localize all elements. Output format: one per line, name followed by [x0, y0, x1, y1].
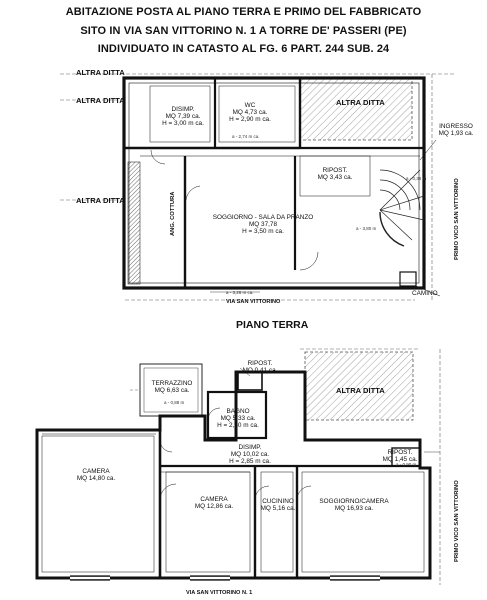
room-camera-left: CAMERA MQ 14,80 ca. [76, 468, 116, 483]
room-ripost-top-first: RIPOST. MQ 0,41 ca. [242, 360, 278, 375]
room-ripost-ground: RIPOST. MQ 3,43 ca. [317, 167, 353, 182]
dim-ground-4: a - 0,38 m [406, 176, 427, 181]
header-line-2: SITO IN VIA SAN VITTORINO N. 1 A TORRE D… [80, 25, 407, 37]
street-label-first-side: PRIMO VICO SAN VITTORINO [454, 480, 460, 562]
room-bagno: BAGNO MQ 5,33 ca. H = 2,60 m ca. [217, 408, 259, 430]
neighbor-hatch-first [304, 351, 414, 421]
room-disimp-ground: DISIMP. MQ 7,39 ca. H = 3,00 m ca. [162, 106, 204, 128]
dim-ground-3: a - 3,26 m ca. [226, 290, 254, 295]
dim-first-2: a - 0,90 m [396, 462, 417, 467]
spiral-stair-ground [379, 169, 425, 247]
room-soggiorno-camera: SOGGIORNO/CAMERA MQ 16,93 ca. [319, 498, 389, 513]
street-label-first: VIA SAN VITTORINO N. 1 [186, 590, 253, 596]
header-line-1: ABITAZIONE POSTA AL PIANO TERRA E PRIMO … [65, 6, 422, 18]
room-ang-cottura: ANG. COTTURA [170, 191, 176, 236]
room-camera-mid: CAMERA MQ 12,86 ca. [194, 496, 234, 511]
room-cucinino: CUCININO MQ 5,16 ca. [260, 498, 296, 513]
street-label-ground: VIA SAN VITTORINO [226, 299, 281, 305]
dim-ground-2: a - 3,80 m [356, 226, 377, 231]
room-ingresso: INGRESSO MQ 1,93 ca. [438, 123, 474, 138]
dim-ground-1: a - 2,74 m ca. [232, 134, 260, 139]
room-soggiorno-ground: SOGGIORNO - SALA DA PRANZO MQ 37,78 H = … [212, 214, 314, 236]
label-camino: CAMINO [412, 290, 438, 297]
street-label-ground-side: PRIMO VICO SAN VITTORINO [454, 178, 460, 260]
ground-floor-plan [60, 73, 455, 301]
header-line-3: INDIVIDUATO IN CATASTO AL FG. 6 PART. 24… [97, 43, 390, 55]
room-ripost-right-first: RIPOST. MQ 1,45 ca. [382, 449, 418, 464]
neighbor-label-ground-right: ALTRA DITTA [336, 98, 385, 107]
neighbor-label-first: ALTRA DITTA [336, 386, 385, 395]
neighbor-label-left-1: ALTRA DITTA [76, 96, 125, 105]
room-terrazzino: TERRAZZINO MQ 6,63 ca. [151, 380, 193, 395]
neighbor-label-top-left: ALTRA DITTA [76, 68, 125, 77]
neighbor-hatch-ground [299, 77, 413, 141]
dim-first-1: a - 0,88 m [164, 400, 185, 405]
neighbor-label-left-2: ALTRA DITTA [76, 196, 125, 205]
wall-hatch-ground [127, 161, 141, 285]
room-disimp-first: DISIMP. MQ 10,02 ca. H = 2,85 m ca. [229, 444, 271, 466]
first-floor-plan [35, 348, 441, 585]
floor-title-ground: PIANO TERRA [236, 319, 309, 331]
room-wc-ground: WC MQ 4,73 ca. H = 2,90 m ca. [229, 102, 271, 124]
